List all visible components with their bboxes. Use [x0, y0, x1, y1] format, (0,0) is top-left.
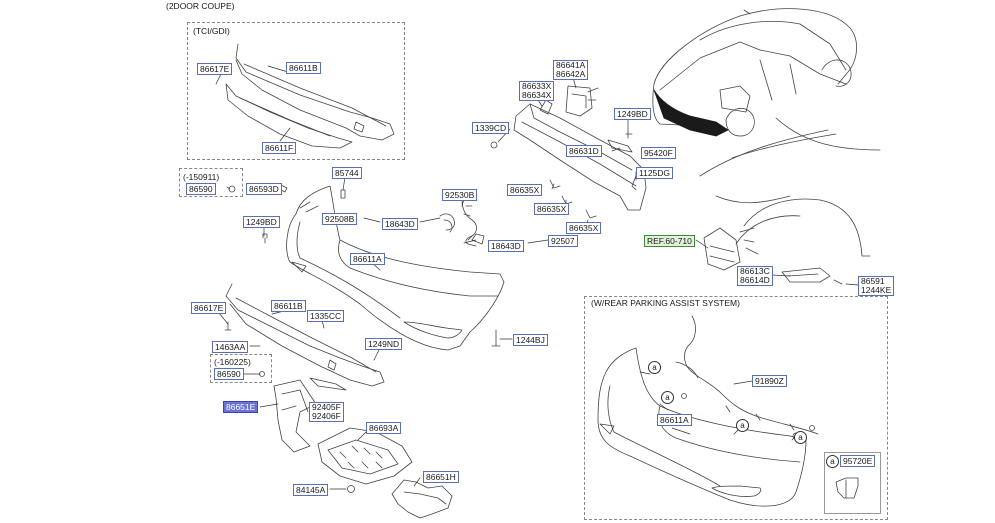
- callout-a-legend: a: [826, 455, 839, 468]
- part-label-86611b-top[interactable]: 86611B: [286, 62, 321, 74]
- part-label-91890z[interactable]: 91890Z: [752, 375, 787, 387]
- part-label-86617e-top[interactable]: 86617E: [197, 63, 233, 75]
- part-label-18643d-top[interactable]: 18643D: [382, 218, 418, 230]
- part-label-92405f: 92405F: [312, 402, 341, 412]
- part-label-86611f[interactable]: 86611F: [262, 142, 297, 154]
- part-label-92507[interactable]: 92507: [548, 235, 578, 247]
- part-label-84145a[interactable]: 84145A: [293, 484, 329, 496]
- part-label-86651h[interactable]: 86651H: [423, 471, 459, 483]
- diagram-title: (2DOOR COUPE): [166, 1, 235, 11]
- part-label-1339cd[interactable]: 1339CD: [472, 122, 510, 134]
- inset-tci-gdi-title: (TCI/GDI): [193, 26, 230, 36]
- part-label-86590-top[interactable]: 86590: [186, 183, 216, 195]
- part-label-1125dg[interactable]: 1125DG: [636, 167, 674, 179]
- part-label-1249bd-right[interactable]: 1249BD: [614, 108, 651, 120]
- callout-a-2: a: [661, 391, 674, 404]
- inset-date-160225-title: (-160225): [214, 357, 251, 367]
- inset-rear-parking-title: (W/REAR PARKING ASSIST SYSTEM): [591, 298, 740, 308]
- part-label-86591: 86591: [861, 276, 885, 286]
- part-label-86633x: 86633X: [522, 81, 552, 91]
- part-label-86613c: 86613C: [740, 266, 770, 276]
- part-label-86631d[interactable]: 86631D: [566, 145, 602, 157]
- car-perspective-drawing: [652, 8, 857, 137]
- part-label-92508b[interactable]: 92508B: [322, 213, 358, 225]
- callout-a-3: a: [736, 419, 749, 432]
- inset-date-160225: [210, 354, 272, 383]
- rear-skirt-tci-drawing: [225, 43, 395, 149]
- part-label-86635x-c[interactable]: 86635X: [566, 222, 602, 234]
- inset-rear-parking-assist: [584, 296, 888, 520]
- part-label-18643d-bottom[interactable]: 18643D: [488, 240, 524, 252]
- part-label-1249nd[interactable]: 1249ND: [365, 338, 403, 350]
- part-label-1249bd-left[interactable]: 1249BD: [243, 216, 280, 228]
- part-label-95720e[interactable]: 95720E: [840, 455, 876, 467]
- inset-date-150911: [179, 168, 243, 197]
- part-label-86693a[interactable]: 86693A: [366, 422, 402, 434]
- part-label-1335cc[interactable]: 1335CC: [307, 310, 345, 322]
- highlighted-rear-bumper: [653, 89, 729, 137]
- part-label-86634x: 86634X: [522, 90, 552, 100]
- part-label-1244ke: 1244KE: [861, 285, 892, 295]
- part-label-86611a[interactable]: 86611A: [350, 253, 385, 265]
- part-label-92530b[interactable]: 92530B: [442, 189, 478, 201]
- wiring-harness-drawing: [439, 199, 485, 247]
- part-label-1463aa[interactable]: 1463AA: [212, 341, 249, 353]
- part-label-86617e-mid[interactable]: 86617E: [191, 302, 227, 314]
- legend-box-95720e: [824, 452, 881, 514]
- part-label-86614d: 86614D: [740, 275, 770, 285]
- fender-sketch-drawing: [699, 117, 881, 285]
- inset-date-150911-title: (-150911): [183, 172, 220, 182]
- part-label-86611a-inset[interactable]: 86611A: [657, 414, 692, 426]
- part-label-92406f: 92406F: [312, 411, 341, 421]
- rear-skirt-drawing: [225, 283, 385, 391]
- part-label-95420f[interactable]: 95420F: [641, 147, 676, 159]
- part-label-1244bj[interactable]: 1244BJ: [513, 334, 548, 346]
- callout-a-1: a: [648, 361, 661, 374]
- under-cover-drawing: [273, 379, 453, 519]
- part-label-86642a: 86642A: [556, 69, 586, 79]
- rear-bumper-drawing: [286, 185, 505, 351]
- part-label-86590-bottom[interactable]: 86590: [214, 368, 244, 380]
- part-label-86635x-a[interactable]: 86635X: [507, 184, 543, 196]
- part-label-86635x-b[interactable]: 86635X: [534, 203, 570, 215]
- fasteners-left-drawing: [224, 184, 501, 493]
- part-label-86651e-selected[interactable]: 86651E: [223, 401, 259, 413]
- reference-label-60-710[interactable]: REF.60-710: [644, 235, 695, 247]
- parking-assist-bumper-drawing: [597, 315, 859, 507]
- part-label-85744[interactable]: 85744: [332, 167, 362, 179]
- callout-a-4: a: [794, 431, 807, 444]
- part-label-86593d[interactable]: 86593D: [246, 183, 282, 195]
- inset-tci-gdi: [187, 22, 405, 160]
- part-label-86611b-mid[interactable]: 86611B: [271, 300, 306, 312]
- part-label-86641a: 86641A: [556, 60, 586, 70]
